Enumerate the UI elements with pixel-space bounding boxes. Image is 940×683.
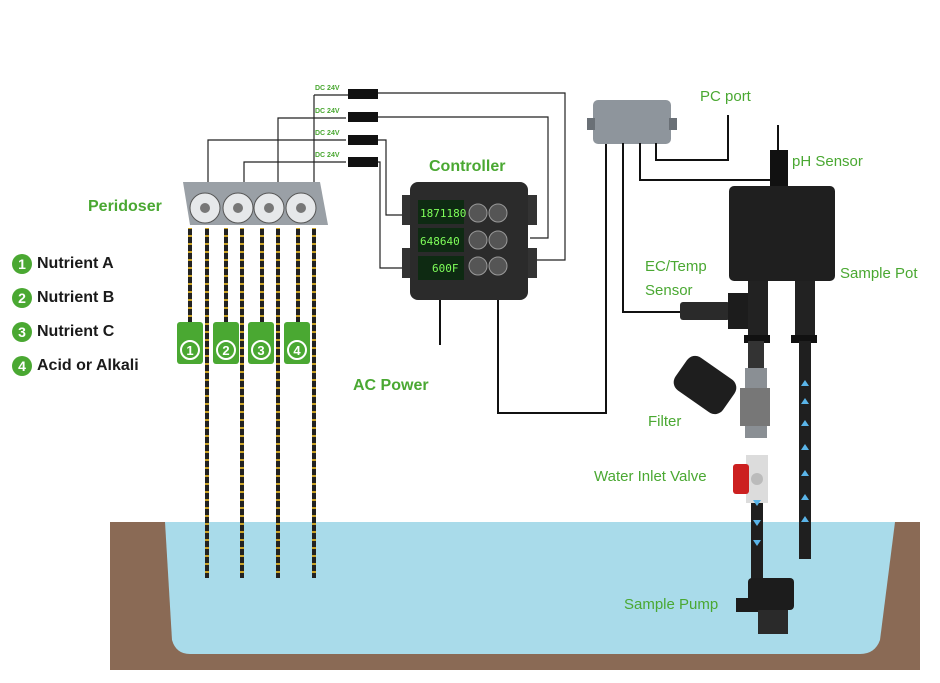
nutrient-bottles [177,322,310,364]
filter-device [673,355,770,426]
controller-readout-ec: 1871180 [420,207,466,220]
sample-pot-label: Sample Pot [840,265,918,282]
ec-temp-label-line2: Sensor [645,282,693,299]
legend-number-4: 4 [12,356,32,376]
dc-label-4: DC 24V [315,152,340,159]
controller-cables [439,140,607,414]
bottle-number-4: 4 [293,343,301,358]
water-inlet-valve-label: Water Inlet Valve [594,468,707,485]
pc-hub-device [587,100,677,144]
dc-label-2: DC 24V [315,108,340,115]
legend-label-4: Acid or Alkali [37,357,139,374]
legend-item-nutrient-a: 1 Nutrient A [12,254,114,274]
controller-readout-temp: 600F [432,262,459,275]
controller-label: Controller [429,158,506,175]
legend-item-nutrient-c: 3 Nutrient C [12,322,114,342]
ph-sensor-label: pH Sensor [792,153,863,170]
bottle-number-2: 2 [222,343,229,358]
dc-wires [207,92,566,269]
legend-label-1: Nutrient A [37,255,114,272]
bottle-number-3: 3 [257,343,264,358]
legend-number-2: 2 [12,288,32,308]
legend-label-2: Nutrient B [37,289,115,306]
dc-label-1: DC 24V [315,85,340,92]
controller-device [402,182,537,300]
controller-readout-ph: 648640 [420,235,460,248]
sample-pump-label: Sample Pump [624,596,719,613]
ac-power-label: AC Power [353,377,429,394]
sample-pot-device [729,150,835,343]
peridoser-device [183,182,328,225]
pc-port-label: PC port [700,88,751,105]
legend-number-3: 3 [12,322,32,342]
dc-adapters [348,89,378,167]
reservoir [110,522,920,670]
peridoser-label: Peridoser [88,198,162,215]
ec-temp-label-line1: EC/Temp [645,258,707,275]
bottle-number-1: 1 [186,343,193,358]
legend-item-nutrient-b: 2 Nutrient B [12,288,114,308]
dc-label-3: DC 24V [315,130,340,137]
ec-temp-sensor [680,293,748,329]
legend-number-1: 1 [12,254,32,274]
filter-label: Filter [648,413,682,430]
legend-item-acid-alkali: 4 Acid or Alkali [12,356,139,376]
sample-pump-device [736,578,794,634]
legend-label-3: Nutrient C [37,323,115,340]
flow-arrows [753,380,809,546]
water-inlet-valve [733,455,768,503]
peridoser-tubes [188,228,316,578]
